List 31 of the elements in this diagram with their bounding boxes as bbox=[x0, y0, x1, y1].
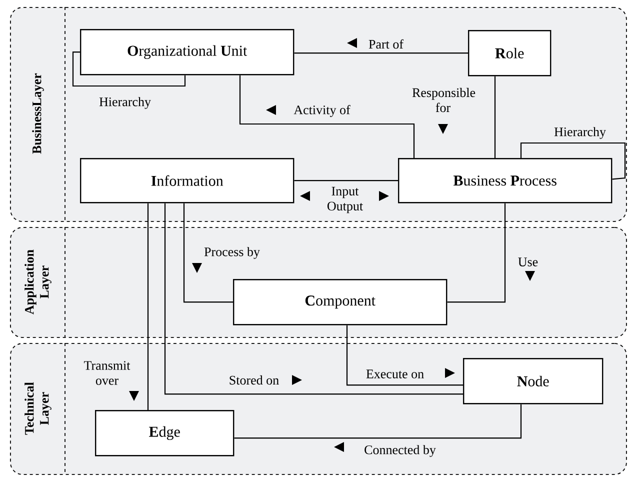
connector-line bbox=[239, 75, 415, 158]
entity-box: Edge bbox=[95, 410, 234, 456]
connector-line bbox=[294, 180, 398, 182]
edge-label: Hierarchy bbox=[99, 97, 151, 109]
edge-label: Activity of bbox=[294, 105, 350, 117]
entity-box: Node bbox=[463, 358, 604, 404]
entity-box: Organizational Unit bbox=[80, 29, 294, 76]
edge-label: Connected by bbox=[364, 445, 436, 457]
connector-line bbox=[234, 404, 522, 439]
entity-box: Component bbox=[233, 279, 448, 326]
connector-line bbox=[164, 203, 463, 395]
edge-label: Use bbox=[518, 258, 538, 266]
edge-label: Responsible for bbox=[412, 88, 476, 112]
entity-box: Information bbox=[80, 158, 294, 204]
connector-line bbox=[494, 76, 496, 158]
edge-label: Process by bbox=[204, 247, 260, 259]
entity-box: Role bbox=[468, 30, 552, 76]
edge-label: Part of bbox=[368, 39, 404, 49]
connector-line bbox=[520, 142, 626, 180]
entity-box: Business Process bbox=[398, 158, 612, 204]
connector-line bbox=[346, 325, 463, 386]
edge-label: Stored on bbox=[230, 375, 279, 385]
connector-line bbox=[294, 52, 468, 54]
edge-label: Input Output bbox=[327, 186, 363, 214]
edge-label: Transmit over bbox=[84, 361, 130, 385]
connector-line bbox=[183, 203, 233, 303]
connector-line bbox=[72, 52, 186, 87]
edge-label: Execute on bbox=[366, 370, 424, 378]
connector-line bbox=[147, 203, 149, 410]
connector-line bbox=[447, 203, 506, 303]
edge-label: Hierarchy bbox=[554, 127, 606, 139]
